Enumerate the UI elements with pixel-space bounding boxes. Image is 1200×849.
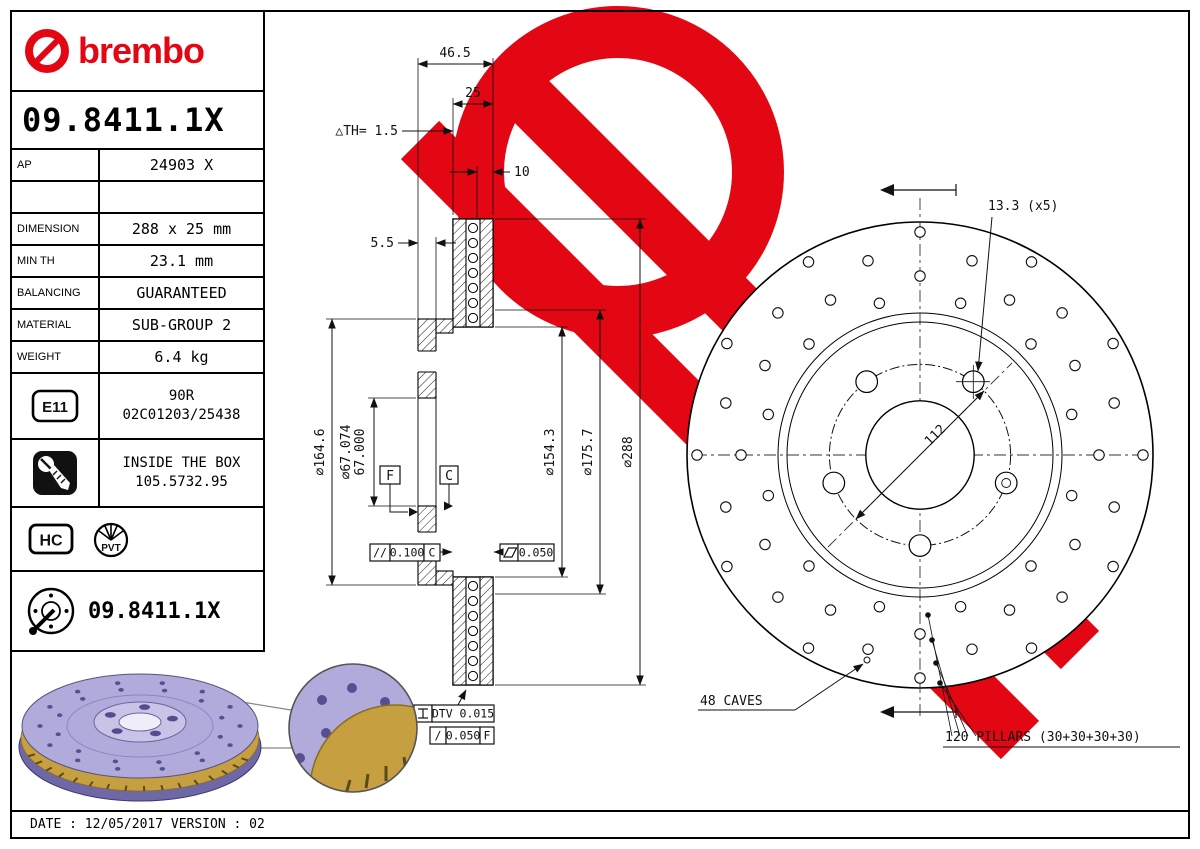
part-number-text: 09.8411.1X <box>22 101 225 139</box>
inside-box-line2: 105.5732.95 <box>135 474 228 490</box>
parallelism-value: 0.100 <box>390 546 425 560</box>
dia-inner: ⌀154.3 <box>543 429 558 476</box>
drilled-dots-3d <box>37 681 243 771</box>
runout-value: 0.050 <box>446 729 481 743</box>
table-row-dimension: DIMENSION 288 x 25 mm <box>12 214 263 246</box>
pvt-badge-text: PVT <box>101 543 120 554</box>
row-value: 6.4 kg <box>154 348 209 366</box>
caves-callout: 48 CAVES <box>698 656 871 711</box>
row-label: MIN TH <box>12 246 100 276</box>
hc-badge-text: HC <box>39 533 63 550</box>
disc-cross-section <box>417 218 494 686</box>
screw-icon-cell <box>12 440 100 506</box>
inside-box-line1: INSIDE THE BOX <box>122 455 241 471</box>
datum-c-label: C <box>445 469 453 484</box>
section-view-arrow-top <box>880 184 957 196</box>
vent-slots-3d <box>27 753 249 792</box>
dia-bore-min: 67.000 <box>353 429 368 476</box>
flatness-tolerance-frame: 0.050 <box>493 543 555 562</box>
row-label: AP <box>12 150 100 180</box>
datum-c-triangle <box>444 501 453 511</box>
parallelism-datum: C <box>429 546 436 560</box>
disc-part-number-text: 09.8411.1X <box>88 598 221 624</box>
approval-row: E11 90R 02C01203/25438 <box>12 374 263 440</box>
pvt-badge-icon: PVT <box>93 522 129 558</box>
brand-header: brembo <box>12 12 263 92</box>
table-row-empty <box>12 182 263 214</box>
datum-f-triangle <box>409 507 418 517</box>
row-value: 23.1 mm <box>149 252 214 270</box>
dim-pcd: 112 <box>922 422 949 449</box>
datum-f-label: F <box>386 469 394 484</box>
dia-bore-max: ⌀67.074 <box>339 424 354 479</box>
date-text: DATE : 12/05/2017 VERSION : 02 <box>30 817 265 832</box>
disc-part-row: 09.8411.1X <box>12 572 263 652</box>
flatness-symbol-icon <box>503 547 518 558</box>
brembo-logo-watermark <box>400 6 1100 760</box>
e11-badge-icon: E11 <box>31 389 79 423</box>
dtv-symbol-icon <box>418 708 428 719</box>
row-value: GUARANTEED <box>136 284 227 302</box>
inside-box-text: INSIDE THE BOX 105.5732.95 <box>100 454 263 492</box>
disc-front-view: 112 13.3 (x5) 48 CAVES <box>686 184 1180 748</box>
runout-tolerance-frame: / 0.050 F <box>429 726 495 745</box>
approval-line2: 02C01203/25438 <box>122 407 241 423</box>
spec-panel: brembo 09.8411.1X AP 24903 X DIMENSION 2… <box>12 12 265 652</box>
dia-outer: ⌀288 <box>621 436 636 467</box>
row-value: SUB-GROUP 2 <box>131 316 232 334</box>
dim-hat-offset: 5.5 <box>371 236 394 251</box>
caves-label: 48 CAVES <box>700 694 763 709</box>
runout-symbol: / <box>435 729 442 743</box>
brake-disc-icon <box>27 587 75 635</box>
flatness-value: 0.050 <box>519 546 554 560</box>
dim-plate: 10 <box>514 165 530 180</box>
section-dimensions: 46.5 25 △TH= 1.5 10 5.5 ⌀164.6 ⌀67.074 6… <box>313 46 646 745</box>
table-row-ap: AP 24903 X <box>12 150 263 182</box>
row-value: 24903 X <box>149 156 214 174</box>
badges-row: HC PVT <box>12 508 263 572</box>
drilled-holes-pattern <box>691 226 1149 684</box>
dtv-tolerance-frame: DTV 0.015 <box>413 689 495 723</box>
dim-band-thickness: 25 <box>465 86 481 101</box>
approval-line1: 90R <box>168 388 195 404</box>
row-label <box>12 182 100 212</box>
table-row-balancing: BALANCING GUARANTEED <box>12 278 263 310</box>
dia-band-inner: ⌀175.7 <box>581 429 596 476</box>
table-row-min-th: MIN TH 23.1 mm <box>12 246 263 278</box>
date-strip: DATE : 12/05/2017 VERSION : 02 <box>12 810 1188 837</box>
part-number-main: 09.8411.1X <box>12 92 263 150</box>
approval-icon-cell: E11 <box>12 374 100 438</box>
dia-hat: ⌀164.6 <box>313 429 328 476</box>
dim-overall-width: 46.5 <box>439 46 470 61</box>
approval-text: 90R 02C01203/25438 <box>100 387 263 425</box>
section-view-arrow-bottom <box>880 706 957 718</box>
hc-badge-icon: HC <box>28 523 74 555</box>
row-label: DIMENSION <box>12 214 100 244</box>
bolt-holes-3d <box>104 704 178 737</box>
e11-badge-text: E11 <box>42 399 68 416</box>
row-label: BALANCING <box>12 278 100 308</box>
dtv-value: DTV 0.015 <box>432 707 494 721</box>
row-label: WEIGHT <box>12 342 100 372</box>
table-row-material: MATERIAL SUB-GROUP 2 <box>12 310 263 342</box>
inside-box-row: INSIDE THE BOX 105.5732.95 <box>12 440 263 508</box>
parallelism-symbol: // <box>373 546 387 560</box>
vent-cave-holes <box>467 222 479 682</box>
brembo-disc-icon <box>25 29 69 73</box>
brand-wordmark: brembo <box>78 30 205 71</box>
row-label: MATERIAL <box>12 310 100 340</box>
dim-th-tolerance: △TH= 1.5 <box>335 124 398 139</box>
row-value: 288 x 25 mm <box>131 220 232 238</box>
table-row-weight: WEIGHT 6.4 kg <box>12 342 263 374</box>
parallelism-tolerance-frame: // 0.100 C <box>369 543 453 562</box>
pillars-callout: 120 PILLARS (30+30+30+30) <box>925 612 1180 748</box>
runout-datum: F <box>484 729 491 743</box>
dim-bolt-holes: 13.3 (x5) <box>988 199 1058 214</box>
pillars-label: 120 PILLARS (30+30+30+30) <box>945 730 1141 745</box>
bolt-holes <box>822 370 1018 557</box>
screw-icon <box>33 451 77 495</box>
